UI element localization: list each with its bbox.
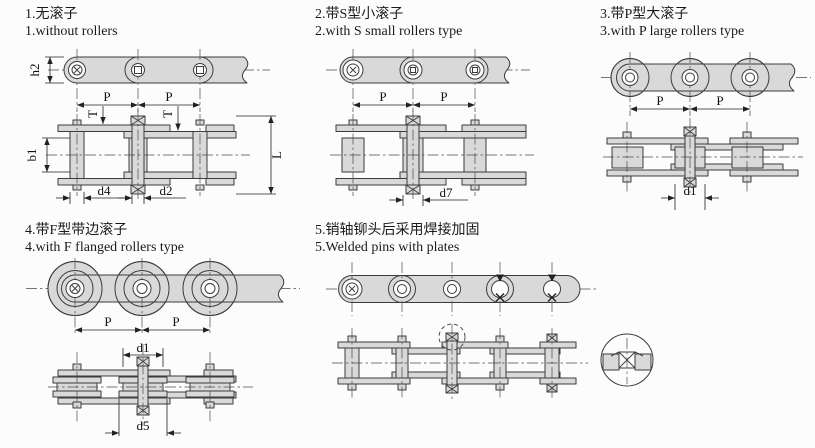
dim-label-d4: d4 xyxy=(98,183,112,198)
dim-label-p: P xyxy=(103,89,110,104)
section5-title-zh: 5.销轴铆头后采用焊接加固 xyxy=(315,223,480,238)
section-p-large-rollers: 3.带P型大滚子 3.with P large rollers type P P xyxy=(593,6,815,246)
section1-title-zh: 1.无滚子 xyxy=(25,7,78,22)
section1-drawing: h2 P P T xyxy=(24,49,284,204)
section-without-rollers: 1.无滚子 1.without rollers h2 xyxy=(18,6,310,246)
dim-label-h2: h2 xyxy=(27,64,42,77)
section4-drawing: P P d1 xyxy=(26,258,300,436)
section4-title-en: 4.with F flanged rollers type xyxy=(25,240,185,255)
detail-callout-circle xyxy=(438,323,466,351)
dim-label-p: P xyxy=(165,89,172,104)
section2-plan-view: d7 xyxy=(330,110,534,206)
section3-side-view: P P xyxy=(601,52,811,116)
section4-side-view: P P xyxy=(26,258,300,334)
section1-plan-view: T T b1 L d4 d2 xyxy=(24,106,284,204)
dim-label-p: P xyxy=(440,89,447,104)
dim-label-p: P xyxy=(656,93,663,108)
section3-drawing: P P d1 xyxy=(601,52,811,210)
dim-label-b1: b1 xyxy=(24,149,39,162)
section-f-flanged-rollers: 4.带F型带边滚子 4.with F flanged rollers type … xyxy=(18,222,310,448)
section4-title-zh: 4.带F型带边滚子 xyxy=(25,223,128,238)
dim-label-t: T xyxy=(85,110,100,118)
section3-title-zh: 3.带P型大滚子 xyxy=(600,7,689,22)
section5-title-en: 5.Welded pins with plates xyxy=(315,240,460,255)
section4-plan-view: d1 xyxy=(48,340,253,436)
section3-title-en: 3.with P large rollers type xyxy=(600,24,745,39)
section3-plan-view: d1 xyxy=(603,118,803,210)
section1-side-view: h2 P P xyxy=(27,49,270,112)
welded-pin-4 xyxy=(491,274,509,302)
dim-label-p: P xyxy=(379,89,386,104)
dim-label-l: L xyxy=(269,151,284,159)
dim-label-d1: d1 xyxy=(684,183,697,198)
dim-label-t: T xyxy=(160,110,175,118)
section5-detail-view xyxy=(600,333,654,387)
section2-title-zh: 2.带S型小滚子 xyxy=(315,7,404,22)
section2-title-en: 2.with S small rollers type xyxy=(315,24,463,39)
dim-label-d2: d2 xyxy=(160,183,173,198)
section5-drawing xyxy=(326,262,654,402)
dim-label-p: P xyxy=(172,314,179,329)
section1-title-en: 1.without rollers xyxy=(25,24,118,39)
section2-side-view: P P xyxy=(326,49,530,112)
dim-label-p: P xyxy=(104,314,111,329)
section5-side-view xyxy=(326,262,596,316)
welded-pin-5 xyxy=(543,274,561,302)
section-s-small-rollers: 2.带S型小滚子 2.with S small rollers type P P xyxy=(308,6,578,246)
section2-drawing: P P d7 xyxy=(326,49,534,206)
section-welded-pins: 5.销轴铆头后采用焊接加固 5.Welded pins with plates xyxy=(308,222,815,448)
dim-label-d5: d5 xyxy=(137,418,150,433)
dim-label-d7: d7 xyxy=(440,185,454,200)
section5-plan-view xyxy=(332,323,588,402)
dim-label-p: P xyxy=(716,93,723,108)
